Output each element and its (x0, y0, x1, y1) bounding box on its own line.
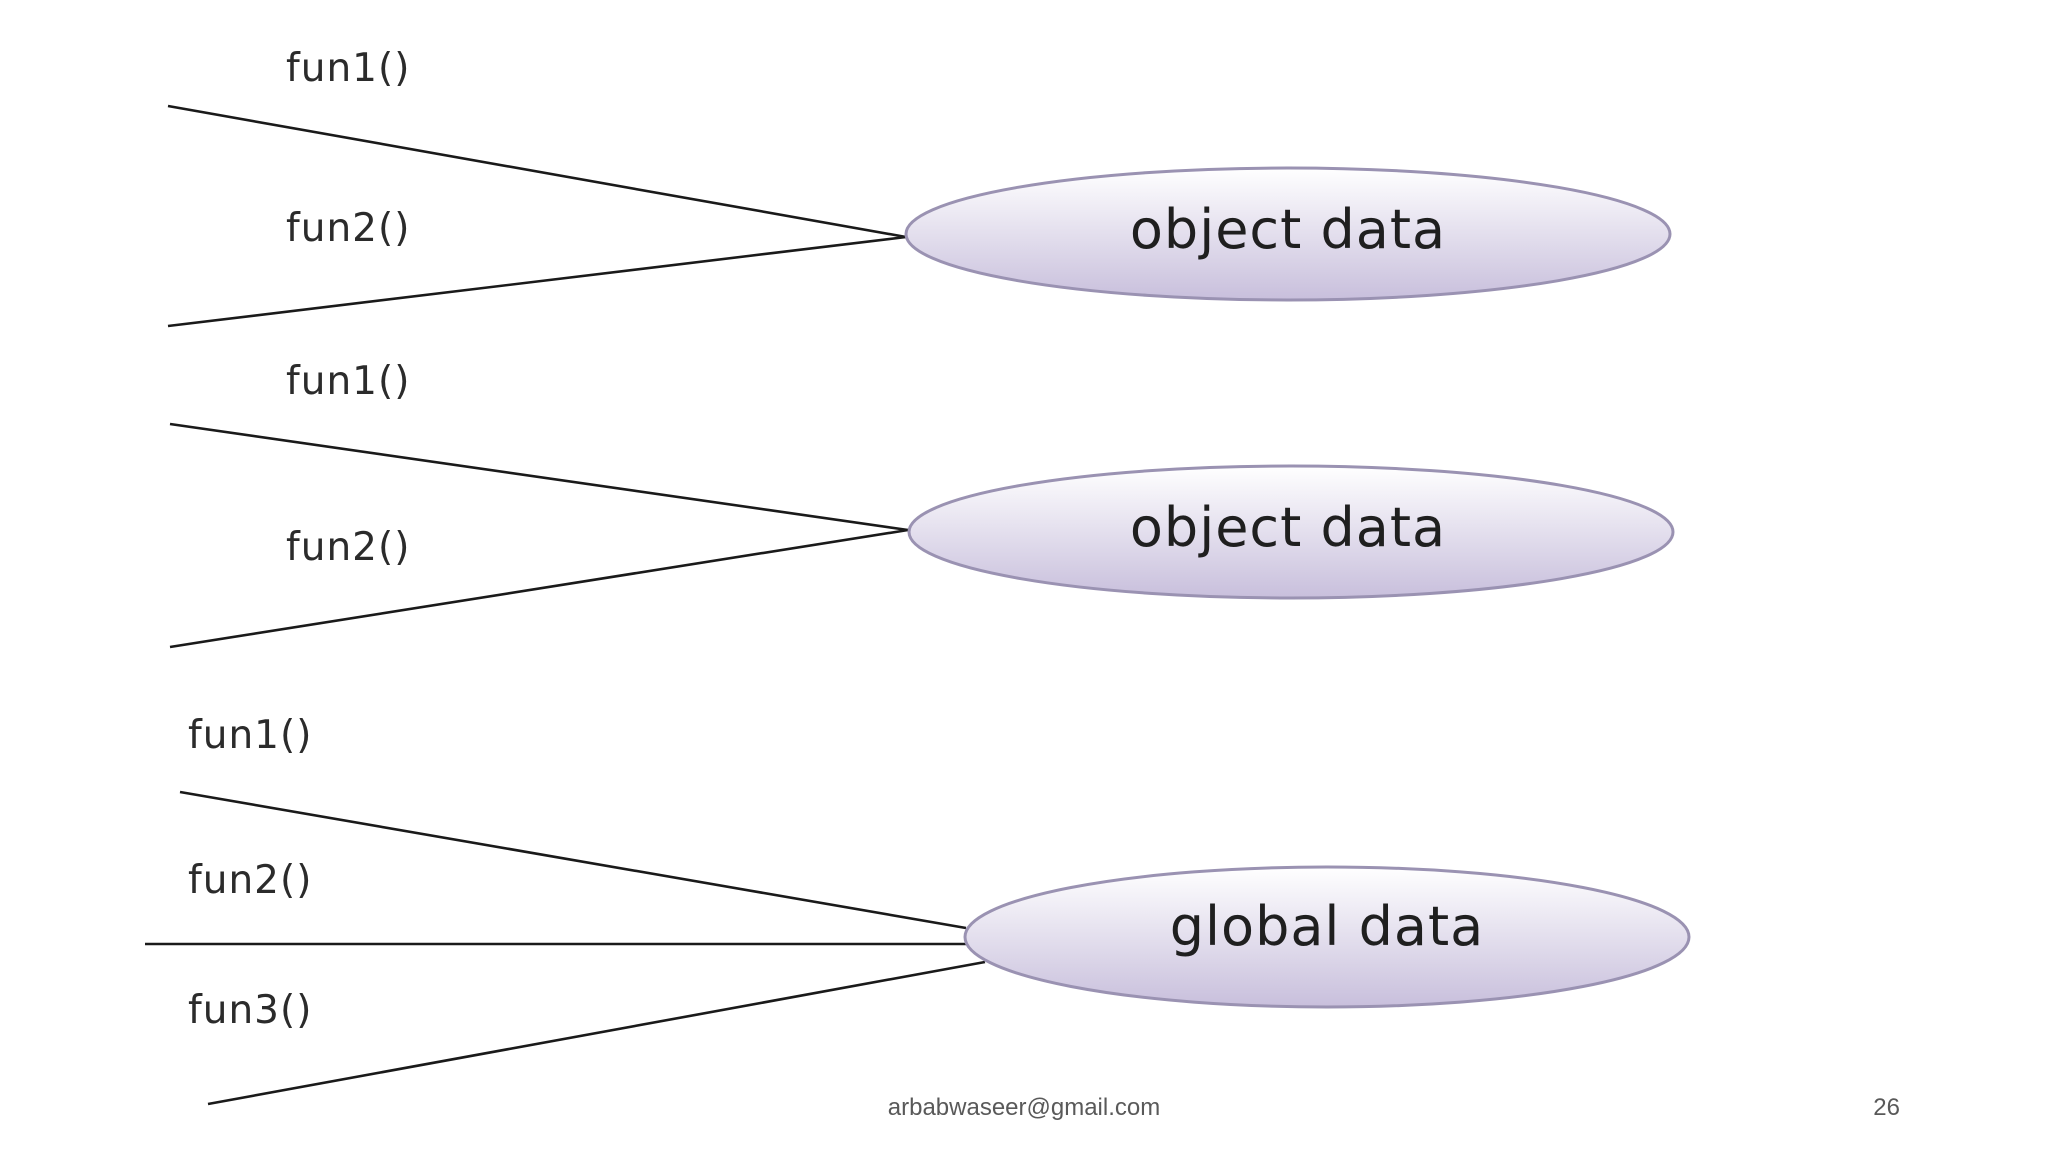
global-data-ellipse (963, 865, 1691, 1009)
object-data-ellipse (907, 464, 1675, 600)
function-label-fun2: fun2() (286, 206, 410, 251)
connector-line (179, 790, 967, 930)
connector-line (167, 104, 907, 239)
connector-line (169, 528, 909, 649)
node-label-object-data: object data (1130, 496, 1446, 559)
footer-email: arbabwaseer@gmail.com (887, 1094, 1161, 1121)
page-number: 26 (1873, 1094, 1900, 1121)
function-label-fun1: fun1() (286, 46, 410, 91)
function-label-fun1: fun1() (286, 359, 410, 404)
connector-line (207, 960, 986, 1106)
group-object-data-2: fun1() fun2() object data (169, 359, 1675, 649)
node-label-object-data: object data (1130, 198, 1446, 261)
group-global-data: fun1() fun2() fun3() global data (145, 713, 1691, 1106)
connector-line (169, 422, 909, 532)
object-data-ellipse (904, 166, 1672, 302)
connector-line (167, 235, 907, 328)
function-label-fun2: fun2() (286, 525, 410, 570)
group-object-data-1: fun1() fun2() object data (167, 46, 1672, 328)
function-label-fun2: fun2() (188, 858, 312, 903)
node-label-global-data: global data (1170, 895, 1485, 958)
function-label-fun3: fun3() (188, 988, 312, 1033)
function-label-fun1: fun1() (188, 713, 312, 758)
